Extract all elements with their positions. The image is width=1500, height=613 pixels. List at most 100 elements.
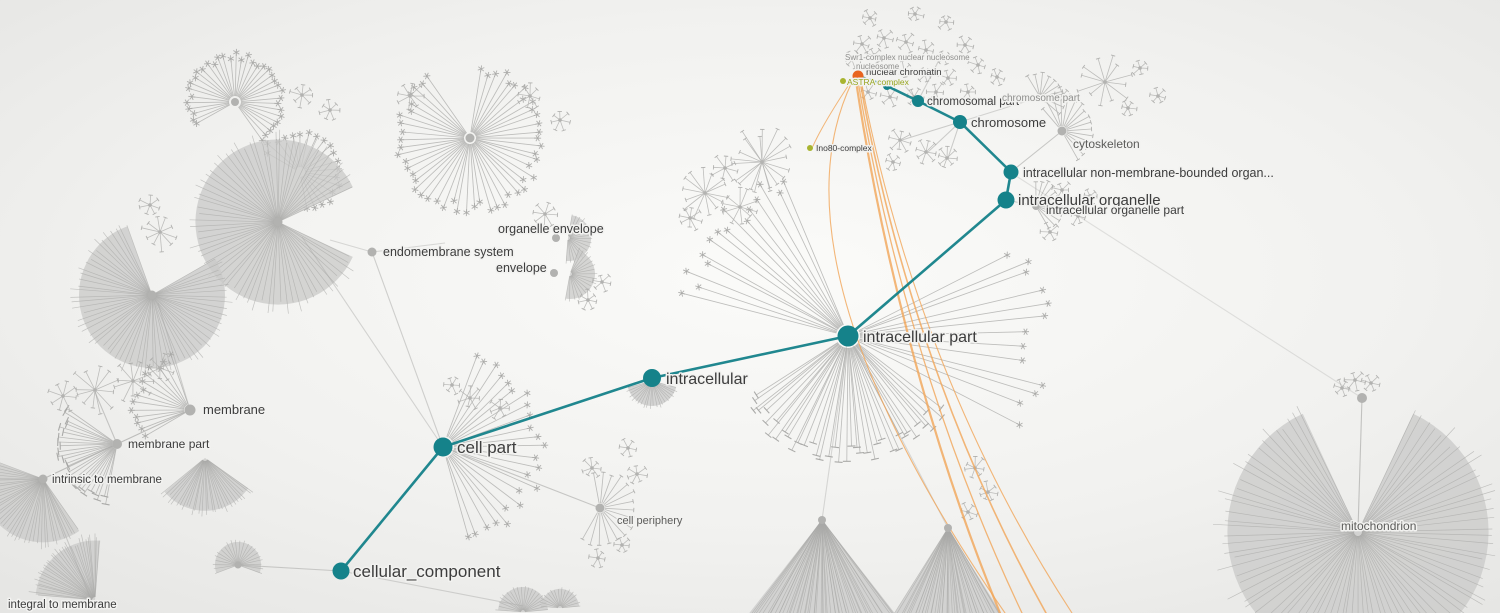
node-intrinsic-hub[interactable]: [38, 474, 48, 484]
node-intracellular[interactable]: [643, 369, 661, 387]
label-organelle-envelope[interactable]: organelle envelope: [497, 221, 606, 238]
fan-cluster: [539, 587, 581, 609]
node-chromosome-part2-hub[interactable]: [1036, 93, 1044, 101]
node-disc-left-hub[interactable]: [273, 217, 283, 227]
star-cluster: [592, 273, 612, 293]
fan-cluster: [394, 65, 545, 217]
node-membrane-part-hub[interactable]: [112, 439, 122, 449]
label-intrinsic-to-membrane[interactable]: intrinsic to membrane: [51, 473, 164, 488]
orange-highlight-edge: [828, 81, 1006, 613]
node-fan-a-hub[interactable]: [231, 98, 239, 106]
label-endomembrane-system[interactable]: endomembrane system: [382, 244, 516, 261]
label-envelope[interactable]: envelope: [495, 260, 549, 277]
node-ino80-complex[interactable]: [807, 145, 813, 151]
graph-edge: [917, 61, 939, 102]
star-cluster: [682, 166, 728, 220]
node-nuclear-chromatin[interactable]: [852, 70, 864, 82]
graph-edge: [237, 564, 342, 572]
label-intracellular-nmb-organelle[interactable]: intracellular non-membrane-bounded organ…: [1022, 165, 1276, 182]
star-cluster: [917, 39, 935, 61]
label-cell-part[interactable]: cell part: [456, 437, 519, 459]
star-cluster: [1039, 221, 1060, 242]
star-cluster: [730, 127, 792, 194]
star-cluster: [895, 60, 913, 78]
star-cluster: [885, 153, 902, 171]
node-cellular-component[interactable]: [332, 562, 350, 580]
star-cluster: [937, 145, 958, 169]
node-intracellular-nmb-organelle[interactable]: [1003, 164, 1019, 180]
node-endomembrane-hub[interactable]: [367, 247, 377, 257]
label-chromosomal-part[interactable]: chromosomal part: [926, 95, 1022, 110]
node-intracellular-part[interactable]: [837, 325, 859, 347]
label-mitochondrion[interactable]: mitochondrion: [1340, 518, 1418, 535]
node-organelle-envelope-hub[interactable]: [552, 234, 560, 242]
star-cluster: [113, 361, 155, 403]
star-cluster: [1083, 188, 1098, 206]
graph-edge: [340, 570, 524, 607]
node-chromosome[interactable]: [953, 115, 967, 129]
label-nuclear-chromatin[interactable]: nuclear chromatin: [865, 66, 944, 80]
node-cone-left-hub[interactable]: [818, 516, 826, 524]
star-cluster: [888, 128, 912, 153]
label-intracellular[interactable]: intracellular: [665, 370, 750, 390]
node-organelle-part-hub[interactable]: [1032, 202, 1040, 210]
star-cluster: [710, 154, 739, 182]
node-cell-periphery-hub[interactable]: [595, 503, 605, 513]
star-cluster: [1333, 378, 1350, 397]
node-half-disc-hub[interactable]: [234, 561, 242, 569]
label-intracellular-organelle[interactable]: intracellular organelle: [1017, 191, 1163, 211]
star-cluster: [588, 548, 606, 569]
star-cluster: [959, 83, 976, 101]
star-cluster: [1070, 207, 1087, 227]
label-swr1-complex[interactable]: Swr1-complex: [844, 52, 898, 64]
label-nuclear-nucleosome[interactable]: nuclear nucleosome: [897, 52, 972, 64]
graph-edge: [901, 121, 961, 141]
label-chromosome-part2[interactable]: chromosome part: [1001, 92, 1082, 106]
node-chromosomal-part[interactable]: [912, 95, 924, 107]
orange-highlight-edge: [859, 80, 1047, 613]
star-cluster: [140, 215, 178, 253]
label-cellular-component[interactable]: cellular_component: [352, 561, 503, 583]
fan-cluster: [678, 178, 844, 334]
fan-cluster: [894, 528, 1002, 613]
label-membrane-part[interactable]: membrane part: [127, 436, 212, 453]
star-cluster: [852, 35, 872, 54]
label-membrane[interactable]: membrane: [202, 401, 267, 419]
node-mitochondrion-hub[interactable]: [1357, 393, 1367, 403]
label-cell-periphery[interactable]: cell periphery: [616, 514, 685, 529]
label-integral-to-membrane[interactable]: integral to membrane: [7, 598, 119, 613]
node-astra-node[interactable]: [840, 78, 846, 84]
label-intracellular-organelle-part[interactable]: intracellular organelle part: [1045, 202, 1187, 219]
label-ino80-complex[interactable]: Ino80-complex: [815, 142, 875, 155]
star-cluster: [861, 9, 878, 27]
star-cluster: [866, 47, 882, 64]
node-fan-b-hub[interactable]: [465, 133, 475, 143]
node-cytoskeleton-hub[interactable]: [1057, 126, 1067, 136]
fan-cluster: [495, 586, 548, 613]
teal-path-edge: [847, 199, 1007, 337]
label-cytoskeleton[interactable]: cytoskeleton: [1072, 136, 1142, 153]
node-intracellular-organelle[interactable]: [997, 191, 1015, 209]
fan-cluster: [0, 462, 80, 550]
label-astra-complex[interactable]: ASTRA complex: [846, 76, 912, 89]
node-membrane-hub[interactable]: [184, 404, 196, 416]
fan-cluster: [858, 251, 1052, 429]
star-cluster: [937, 68, 957, 87]
fan-cluster: [160, 458, 254, 517]
label-chromosome[interactable]: chromosome: [970, 114, 1048, 132]
fan-cluster: [28, 533, 101, 601]
graph-edge: [1012, 173, 1363, 399]
node-cell-part[interactable]: [433, 437, 453, 457]
star-cluster: [1051, 181, 1071, 199]
node-disc-left2-hub[interactable]: [147, 290, 157, 300]
teal-path-edges: [339, 74, 1013, 572]
star-cluster: [532, 201, 559, 227]
node-chromatin-hub[interactable]: [883, 82, 891, 90]
label-intracellular-part[interactable]: intracellular part: [862, 328, 979, 348]
label-nucleosome[interactable]: nucleosome: [855, 61, 902, 73]
star-cluster: [147, 352, 175, 382]
node-envelope-hub[interactable]: [550, 269, 558, 277]
node-cone-right-hub[interactable]: [944, 524, 952, 532]
